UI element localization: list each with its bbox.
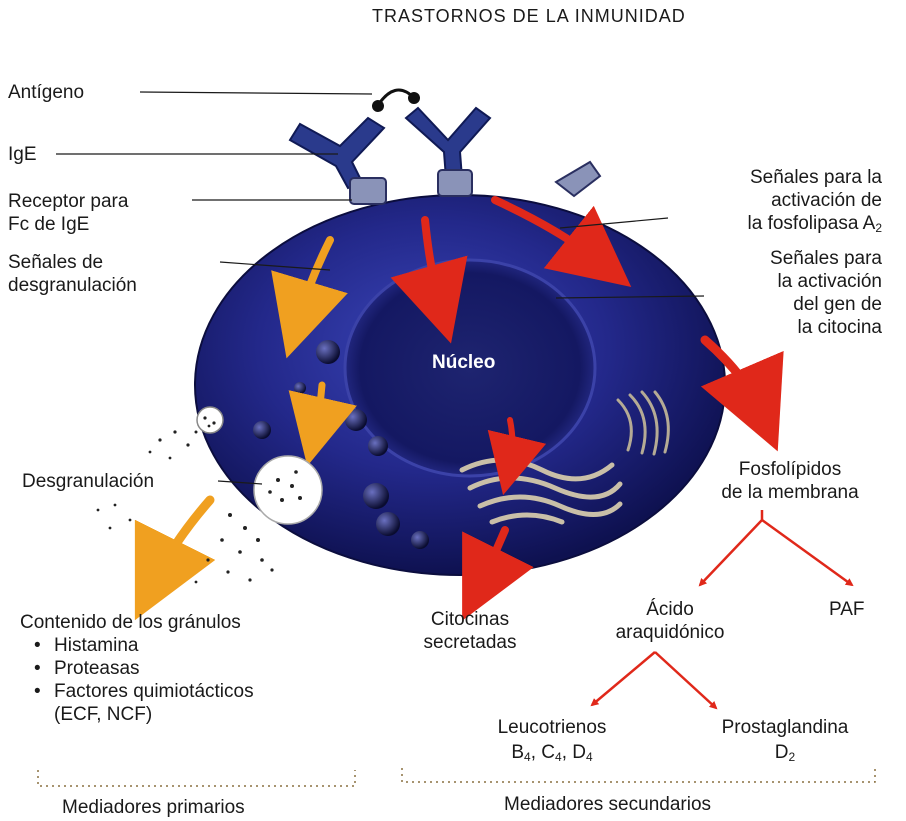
degranulation-label: Desgranulación [22,470,154,493]
pla2-signals-line3: la fosfolipasa A2 [748,212,883,240]
degran-signals-line1: Señales de [8,251,103,274]
gene-signals-line4: la citocina [798,316,883,339]
primary-mediators-label: Mediadores primarios [62,796,245,819]
degran-signals-line2: desgranulación [8,274,137,297]
mediator-brackets [38,766,875,786]
granule-content-list: Histamina Proteasas Factores quimiotácti… [20,634,254,703]
gene-signals-line1: Señales para [770,247,882,270]
receptor-label-line1: Receptor para [8,190,128,213]
arrow-to-paf [762,520,852,585]
receptor-label-line2: Fc de IgE [8,213,89,236]
antigen-label: Antígeno [8,81,84,104]
gene-signals-line2: la activación [777,270,882,293]
paf-label: PAF [829,598,865,621]
arrow-to-leukotrienes [592,652,655,705]
phospholipids-line2: de la membrana [690,481,890,504]
arrow-to-prostaglandin [655,652,716,708]
primary-bracket [38,770,355,786]
leukotrienes-line1: Leucotrienos [462,716,642,739]
page-title: TRASTORNOS DE LA INMUNIDAD [372,6,686,27]
prostaglandin-line1: Prostaglandina [680,716,890,739]
arachidonic-line2: araquidónico [610,621,730,644]
gene-signals-line3: del gen de [793,293,882,316]
cytokines-line2: secretadas [395,631,545,654]
prostaglandin-line2: D2 [680,741,890,769]
granule-content-arrow [155,500,210,580]
arachidonic-line1: Ácido [610,598,730,621]
list-item: Proteasas [20,657,254,680]
pla2-signals-line1: Señales para la [750,166,882,189]
nucleus-label: Núcleo [432,352,495,374]
antigen [372,90,420,112]
secondary-mediators-label: Mediadores secundarios [504,793,711,816]
list-item: Factores quimiotácticos [20,680,254,703]
list-item: Histamina [20,634,254,657]
leukotrienes-line2: B4, C4, D4 [462,741,642,769]
ige-label: IgE [8,143,37,166]
phospholipids-line1: Fosfolípidos [690,458,890,481]
granule-content-extra: (ECF, NCF) [54,703,152,726]
cytokines-line1: Citocinas [395,608,545,631]
arrow-to-arachidonic [700,510,762,585]
er-arrow [510,420,513,466]
pla2-signals-line2: activación de [771,189,882,212]
granule-content-title: Contenido de los gránulos [20,611,241,634]
